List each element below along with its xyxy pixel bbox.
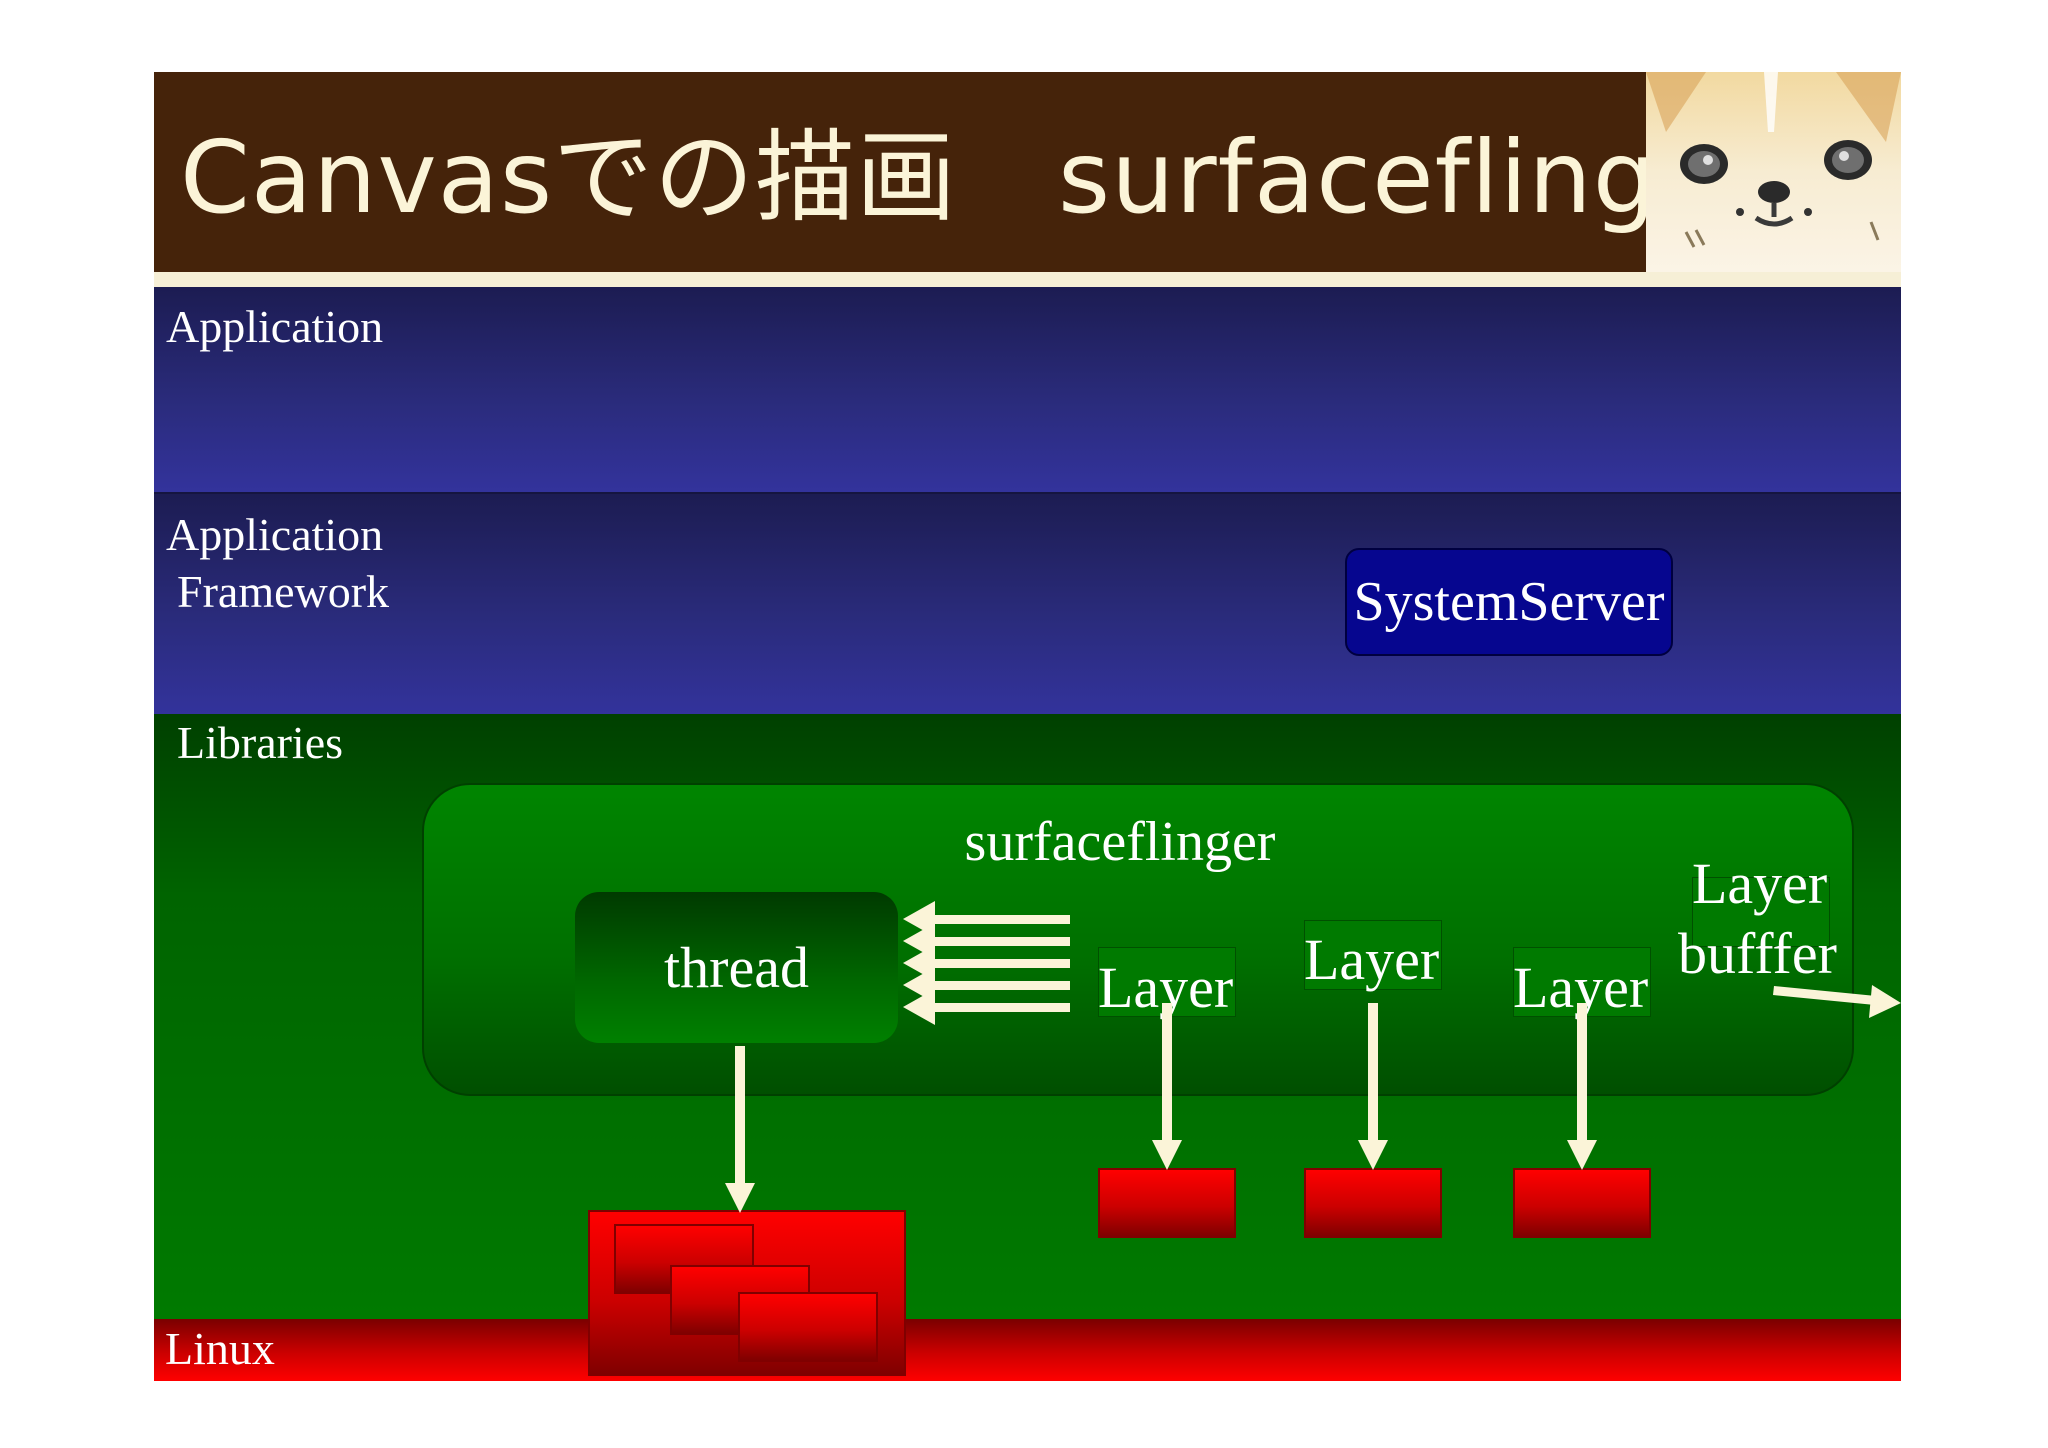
libraries-label: Libraries bbox=[177, 714, 343, 772]
surfaceflinger-label: surfaceflinger bbox=[900, 810, 1340, 874]
application-label: Application bbox=[166, 298, 383, 356]
linux-layer bbox=[154, 1319, 1901, 1381]
thread-box: thread bbox=[575, 892, 898, 1043]
buffer-block-1 bbox=[1098, 1168, 1236, 1238]
title-divider bbox=[154, 272, 1901, 287]
system-server-label: SystemServer bbox=[1353, 570, 1664, 634]
layer-buffer-label-line2: bufffer bbox=[1678, 922, 1837, 986]
dog-face-image bbox=[1646, 72, 1901, 272]
framework-label-line2: Framework bbox=[177, 563, 389, 621]
application-layer bbox=[154, 287, 1901, 492]
layer-buffer-label-line1: Layer bbox=[1692, 852, 1827, 916]
system-server-box: SystemServer bbox=[1345, 548, 1673, 656]
layer-label-2: Layer bbox=[1304, 928, 1439, 992]
linux-label: Linux bbox=[165, 1320, 275, 1378]
framework-label-line1: Application bbox=[166, 506, 383, 564]
buffer-block-2 bbox=[1304, 1168, 1442, 1238]
thread-label: thread bbox=[664, 934, 809, 1001]
layer-label-3: Layer bbox=[1513, 956, 1648, 1020]
slide-title: Canvasでの描画 surfaceflinger bbox=[180, 108, 1640, 248]
layer-label-1: Layer bbox=[1098, 956, 1233, 1020]
framebuffer-page-3 bbox=[738, 1292, 878, 1362]
buffer-block-3 bbox=[1513, 1168, 1651, 1238]
